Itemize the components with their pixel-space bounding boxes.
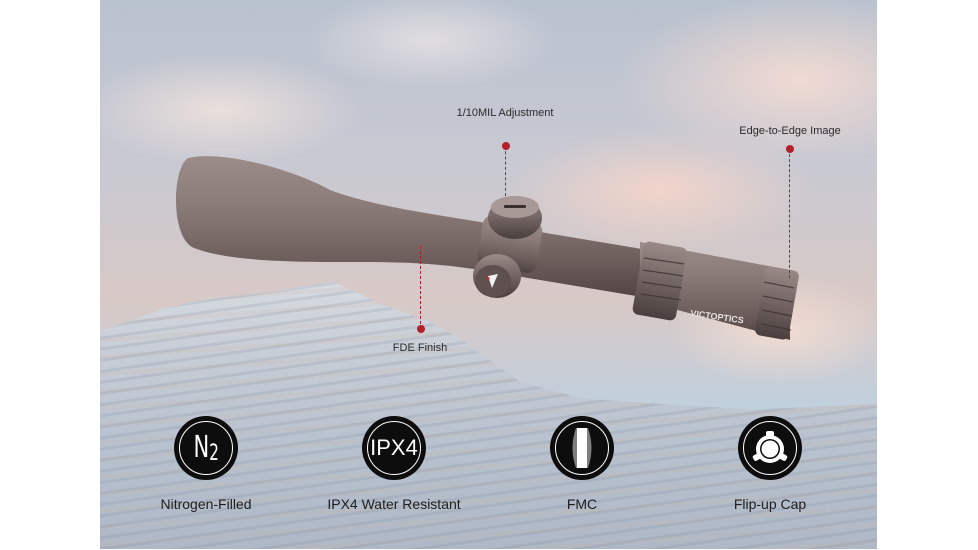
product-photo: VICTOPTICS 1/10MIL Adjustment Edge-to-Ed… xyxy=(100,0,877,549)
flip-cap-icon xyxy=(740,418,800,478)
riflescope-image: VICTOPTICS xyxy=(175,156,799,340)
ipx4-icon: IPX4 xyxy=(364,418,424,478)
feature-label: IPX4 Water Resistant xyxy=(327,496,461,512)
ipx4-glyph: IPX4 xyxy=(370,435,418,460)
feature-ipx4: IPX4 IPX4 Water Resistant xyxy=(294,418,494,512)
nitrogen-icon: N2 xyxy=(176,418,236,478)
callout-label-adjustment: 1/10MIL Adjustment xyxy=(456,107,554,119)
callout-line xyxy=(420,246,421,329)
feature-label: Flip-up Cap xyxy=(733,496,807,512)
callout-label-fde: FDE Finish xyxy=(392,342,448,354)
callout-dot xyxy=(785,145,794,153)
callout-dot xyxy=(416,325,425,333)
feature-label: FMC xyxy=(566,496,598,512)
n2-glyph: N xyxy=(193,430,209,465)
lens-icon xyxy=(552,418,612,478)
callout-line xyxy=(505,146,506,196)
n2-subscript: 2 xyxy=(208,441,219,466)
callout-label-edge: Edge-to-Edge Image xyxy=(739,125,841,137)
feature-flip-up-cap: Flip-up Cap xyxy=(670,418,870,512)
callout-line xyxy=(789,149,790,278)
feature-fmc: FMC xyxy=(482,418,682,512)
feature-label: Nitrogen-Filled xyxy=(160,496,252,512)
callout-dot xyxy=(501,142,510,150)
feature-nitrogen-filled: N2 Nitrogen-Filled xyxy=(106,418,306,512)
